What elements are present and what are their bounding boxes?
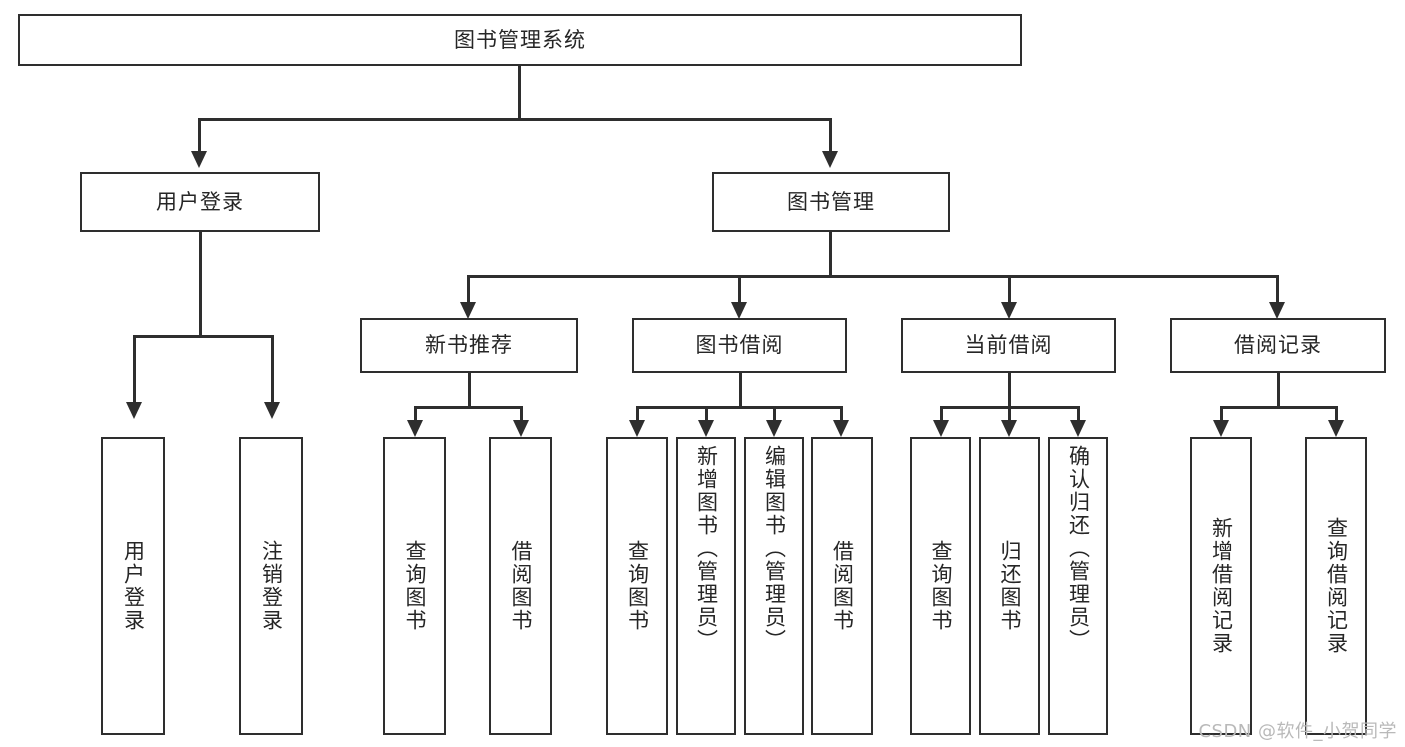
arrowhead-nbr-borrow (513, 420, 529, 437)
connector-user-login-bus (133, 335, 274, 338)
node-label: 新书推荐 (425, 333, 513, 358)
connector-drop-borrow-record (1276, 275, 1279, 302)
node-label: 用户登录 (156, 189, 244, 214)
node-borrow-record[interactable]: 借阅记录 (1170, 318, 1386, 373)
arrowhead-cb-confirm (1070, 420, 1086, 437)
node-user-login[interactable]: 用户登录 (80, 172, 320, 232)
connector-drop-cb-return (1008, 406, 1011, 420)
node-label: 查询图书 (625, 540, 650, 632)
connector-drop-nbr-borrow (520, 406, 523, 420)
connector-drop-bb-borrow (840, 406, 843, 420)
leaf-bb-query-book[interactable]: 查询图书 (606, 437, 668, 735)
node-label: 归还图书 (997, 540, 1022, 632)
leaf-cb-return-book[interactable]: 归还图书 (979, 437, 1040, 735)
leaf-user-login[interactable]: 用户登录 (101, 437, 165, 735)
connector-borrow-record-bus (1220, 406, 1338, 409)
node-current-borrow[interactable]: 当前借阅 (901, 318, 1116, 373)
arrowhead-leaf-logout (264, 402, 280, 419)
node-label: 当前借阅 (964, 333, 1053, 358)
connector-level2-bus (467, 275, 1279, 278)
leaf-cb-confirm-return-admin[interactable]: 确认归还（管理员） (1048, 437, 1108, 735)
connector-drop-bb-query (636, 406, 639, 420)
connector-drop-cb-confirm (1077, 406, 1080, 420)
watermark-text: CSDN @软件_小贺同学 (1198, 721, 1397, 742)
connector-drop-leaf-user-login (133, 335, 136, 402)
connector-book-borrow-stem (739, 373, 742, 406)
connector-drop-br-add (1220, 406, 1223, 420)
node-label: 查询借阅记录 (1324, 517, 1349, 655)
connector-root-stem (518, 66, 521, 118)
node-label: 图书管理 (787, 189, 875, 214)
arrowhead-nbr-query (407, 420, 423, 437)
connector-drop-leaf-logout (271, 335, 274, 402)
node-label: 借阅记录 (1234, 333, 1322, 358)
arrowhead-br-add (1213, 420, 1229, 437)
connector-new-book-recommend-stem (468, 373, 471, 406)
connector-drop-book-borrow (738, 275, 741, 302)
leaf-logout[interactable]: 注销登录 (239, 437, 303, 735)
arrowhead-new-book-recommend (460, 302, 476, 319)
connector-drop-bb-add (705, 406, 708, 420)
leaf-bb-borrow-book[interactable]: 借阅图书 (811, 437, 873, 735)
arrowhead-cb-return (1001, 420, 1017, 437)
node-label: 新增借阅记录 (1209, 517, 1234, 655)
node-label: 图书管理系统 (454, 27, 586, 52)
leaf-nbr-borrow-book[interactable]: 借阅图书 (489, 437, 552, 735)
node-book-borrow[interactable]: 图书借阅 (632, 318, 847, 373)
node-root-book-management-system[interactable]: 图书管理系统 (18, 14, 1022, 66)
connector-drop-book-management (829, 118, 832, 151)
arrowhead-cb-query (933, 420, 949, 437)
node-new-book-recommend[interactable]: 新书推荐 (360, 318, 578, 373)
arrowhead-book-borrow (731, 302, 747, 319)
node-label: 借阅图书 (508, 540, 533, 632)
node-label: 借阅图书 (830, 540, 855, 632)
connector-borrow-record-stem (1277, 373, 1280, 406)
connector-new-book-recommend-bus (414, 406, 523, 409)
connector-drop-bb-edit (773, 406, 776, 420)
connector-drop-br-query (1335, 406, 1338, 420)
leaf-nbr-query-book[interactable]: 查询图书 (383, 437, 446, 735)
arrowhead-bb-edit (766, 420, 782, 437)
arrowhead-borrow-record (1269, 302, 1285, 319)
node-label: 编辑图书（管理员） (762, 445, 787, 652)
node-label: 查询图书 (928, 540, 953, 632)
arrowhead-leaf-user-login (126, 402, 142, 419)
node-label: 新增图书（管理员） (694, 445, 719, 652)
node-label: 用户登录 (121, 540, 146, 632)
leaf-br-add-record[interactable]: 新增借阅记录 (1190, 437, 1252, 735)
connector-level1-bus (198, 118, 832, 121)
leaf-bb-add-book-admin[interactable]: 新增图书（管理员） (676, 437, 736, 735)
connector-drop-user-login (198, 118, 201, 151)
node-label: 查询图书 (402, 540, 427, 632)
node-label: 注销登录 (259, 540, 284, 632)
leaf-bb-edit-book-admin[interactable]: 编辑图书（管理员） (744, 437, 804, 735)
connector-book-management-stem (829, 232, 832, 275)
node-label: 图书借阅 (695, 333, 784, 358)
connector-drop-nbr-query (414, 406, 417, 420)
arrowhead-book-management (822, 151, 838, 168)
connector-drop-cb-query (940, 406, 943, 420)
arrowhead-br-query (1328, 420, 1344, 437)
arrowhead-bb-query (629, 420, 645, 437)
connector-user-login-stem (199, 232, 202, 335)
leaf-br-query-record[interactable]: 查询借阅记录 (1305, 437, 1367, 735)
leaf-cb-query-book[interactable]: 查询图书 (910, 437, 971, 735)
connector-drop-current-borrow (1008, 275, 1011, 302)
connector-drop-new-book-recommend (467, 275, 470, 302)
node-label: 确认归还（管理员） (1066, 445, 1091, 652)
arrowhead-current-borrow (1001, 302, 1017, 319)
node-book-management[interactable]: 图书管理 (712, 172, 950, 232)
arrowhead-bb-add (698, 420, 714, 437)
arrowhead-bb-borrow (833, 420, 849, 437)
arrowhead-user-login (191, 151, 207, 168)
connector-current-borrow-stem (1008, 373, 1011, 406)
connector-book-borrow-bus (636, 406, 843, 409)
